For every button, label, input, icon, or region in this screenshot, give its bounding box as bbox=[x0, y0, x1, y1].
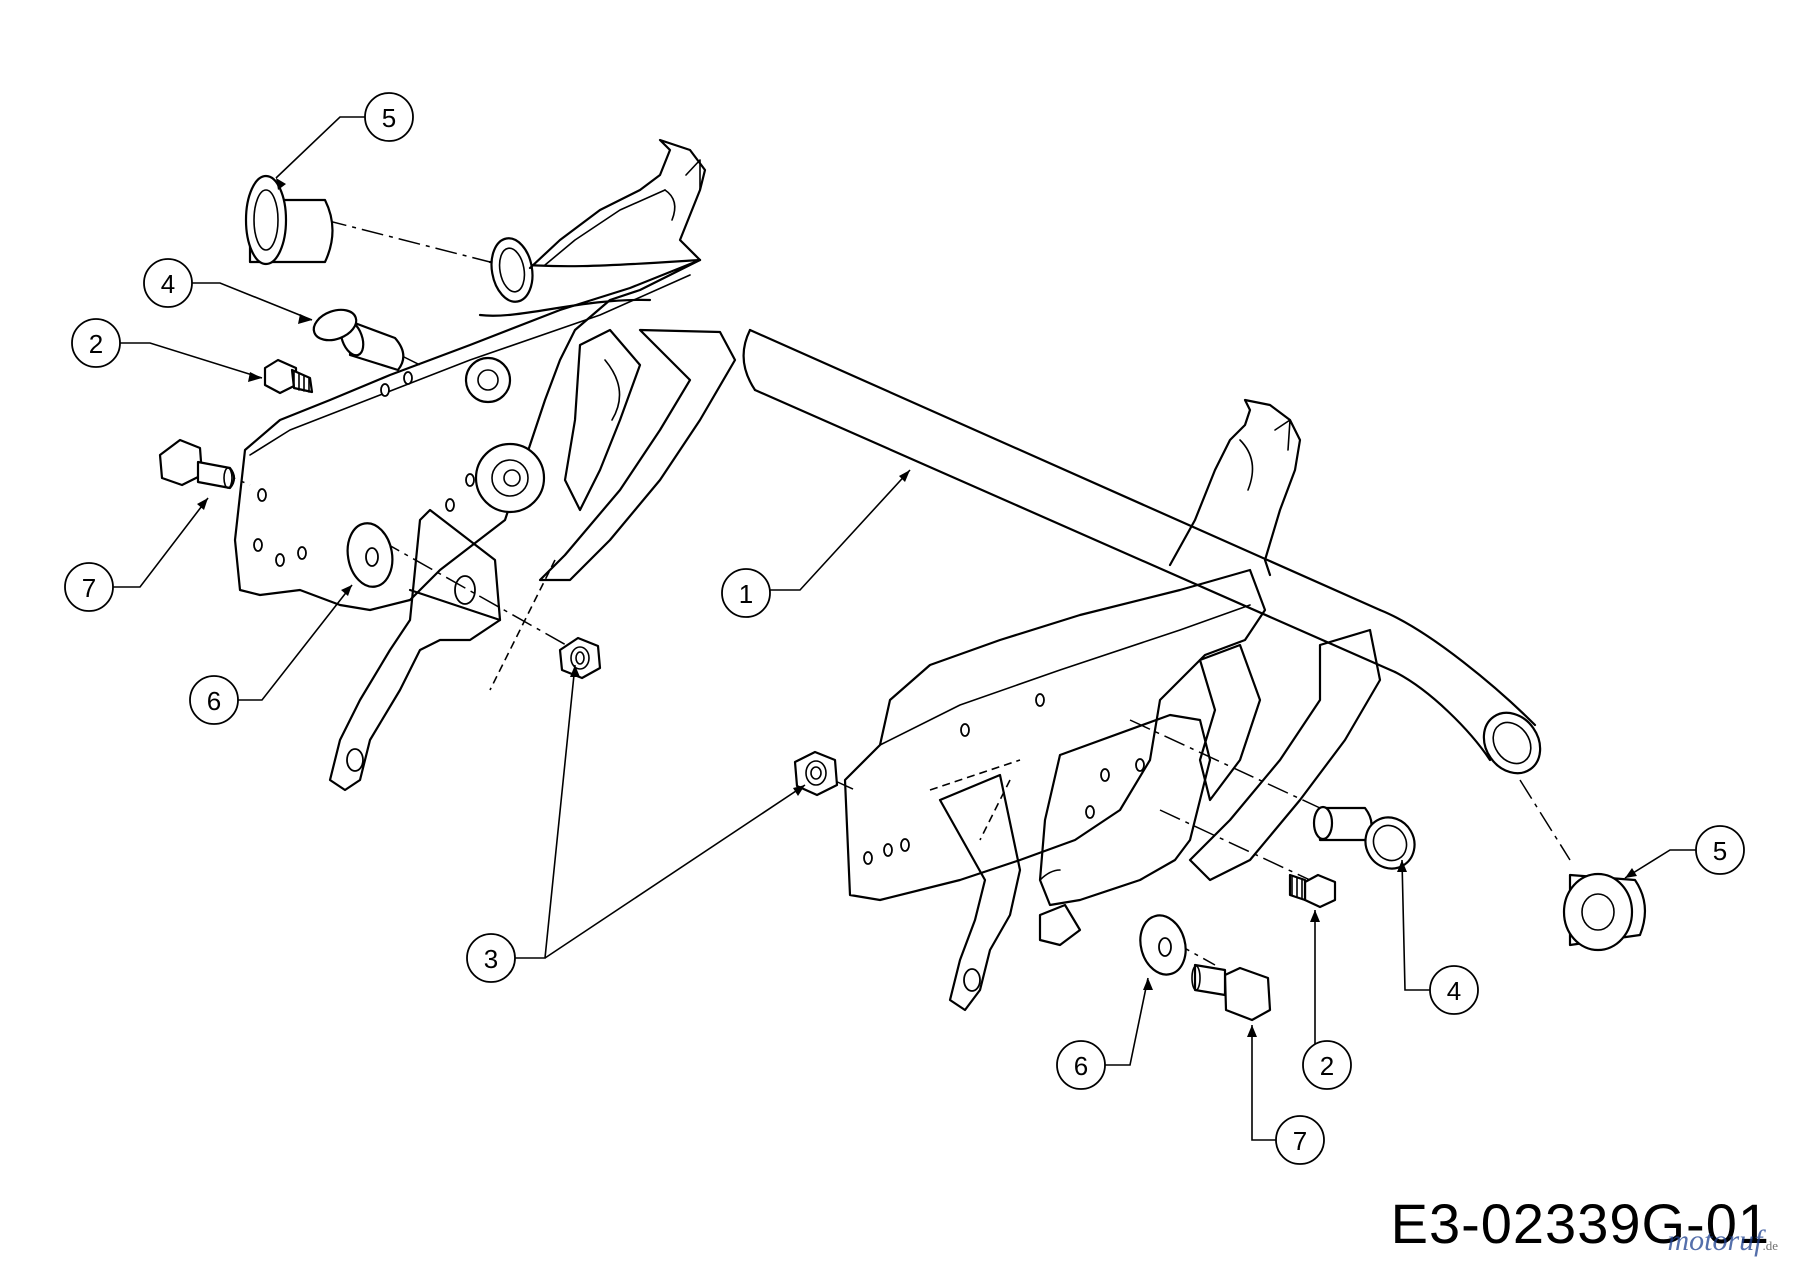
clevis-pin-left bbox=[312, 308, 405, 372]
callout-1: 1 bbox=[721, 568, 771, 618]
watermark-brand: motoruf bbox=[1667, 1224, 1763, 1257]
svg-text:6: 6 bbox=[207, 686, 221, 716]
nut-left bbox=[558, 636, 602, 680]
callout-6-left: 6 bbox=[189, 675, 239, 725]
watermark-tld: .de bbox=[1762, 1238, 1778, 1253]
bolt-left bbox=[158, 438, 236, 490]
svg-text:1: 1 bbox=[739, 579, 753, 609]
svg-text:4: 4 bbox=[1447, 976, 1461, 1006]
washer-right bbox=[1139, 914, 1187, 976]
assembly-center-lines bbox=[214, 219, 1571, 966]
callout-3: 3 bbox=[466, 933, 516, 983]
svg-text:7: 7 bbox=[1293, 1126, 1307, 1156]
cross-tube bbox=[478, 237, 1542, 775]
svg-text:6: 6 bbox=[1074, 1051, 1088, 1081]
screw-right bbox=[1288, 873, 1337, 909]
end-cap-left bbox=[244, 174, 334, 266]
drawing-number: E3-02339G-01 bbox=[1390, 1192, 1770, 1255]
left-side-plate bbox=[233, 138, 737, 792]
arrowheads bbox=[197, 178, 1637, 1037]
svg-text:7: 7 bbox=[82, 573, 96, 603]
svg-text:5: 5 bbox=[382, 103, 396, 133]
callout-2-left: 2 bbox=[71, 318, 121, 368]
svg-text:2: 2 bbox=[89, 329, 103, 359]
callout-4-right: 4 bbox=[1429, 965, 1479, 1015]
leader-lines bbox=[113, 116, 1696, 1141]
svg-text:3: 3 bbox=[484, 944, 498, 974]
callout-6-right: 6 bbox=[1056, 1040, 1106, 1090]
svg-text:4: 4 bbox=[161, 269, 175, 299]
callout-5-left: 5 bbox=[364, 92, 414, 142]
screw-left bbox=[263, 358, 314, 395]
clevis-pin-right bbox=[1312, 805, 1416, 870]
svg-text:2: 2 bbox=[1320, 1051, 1334, 1081]
svg-text:5: 5 bbox=[1713, 836, 1727, 866]
callout-7-right: 7 bbox=[1275, 1115, 1325, 1165]
callout-5-right: 5 bbox=[1695, 825, 1745, 875]
callout-4-left: 4 bbox=[143, 258, 193, 308]
end-cap-right bbox=[1562, 872, 1647, 952]
right-side-plate bbox=[843, 398, 1382, 1012]
nut-right bbox=[793, 750, 839, 797]
watermark-logo: motoruf.de bbox=[1667, 1224, 1778, 1258]
washer-left bbox=[346, 522, 394, 588]
callout-2-right: 2 bbox=[1302, 1040, 1352, 1090]
bolt-right bbox=[1191, 963, 1272, 1022]
callout-7-left: 7 bbox=[64, 562, 114, 612]
